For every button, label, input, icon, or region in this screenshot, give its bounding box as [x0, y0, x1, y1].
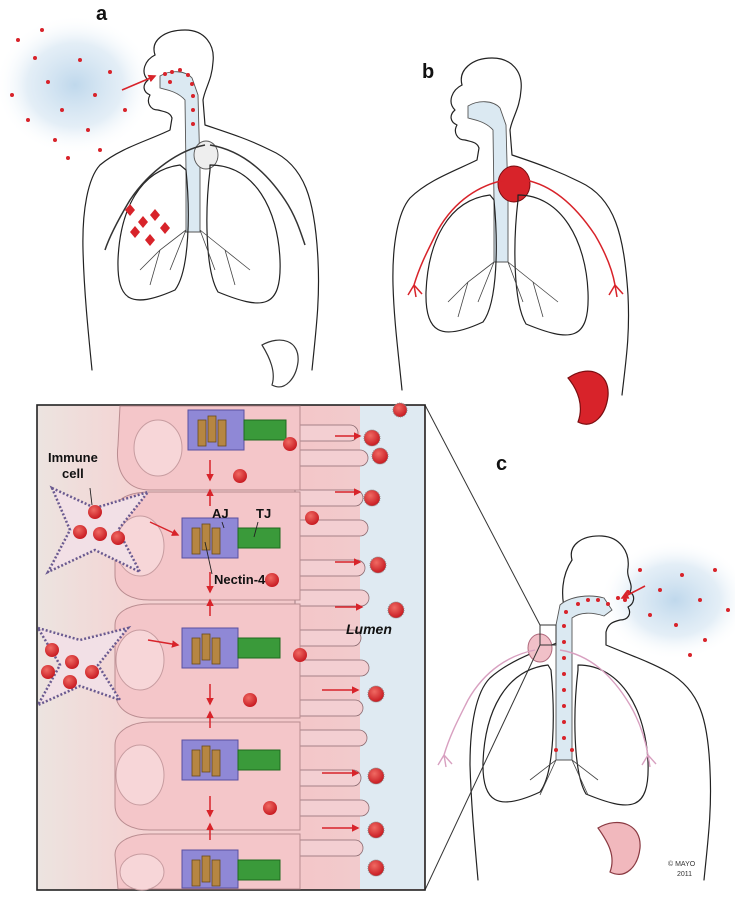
nectin-4-proteins — [191, 415, 227, 887]
panel-label-b: b — [422, 61, 434, 83]
aerosol-particles-c — [623, 568, 730, 657]
lymph-chain-b — [407, 179, 624, 298]
transport-arrows — [147, 432, 364, 840]
label-immune-line2: cell — [62, 466, 84, 481]
aerosol-particles-a — [10, 28, 127, 160]
aerosol-cloud-a — [0, 15, 155, 155]
panel-b: b — [392, 57, 630, 425]
spleen-a — [261, 339, 299, 388]
virions — [233, 402, 408, 877]
lymph-chain-a — [104, 144, 306, 251]
credit-line2: 2011 — [677, 871, 692, 878]
label-immune-line1: Immune — [48, 450, 98, 465]
spleen-b — [567, 370, 609, 425]
infected-nodes-a — [125, 204, 170, 246]
label-aj: AJ — [212, 506, 229, 521]
tight-junctions — [237, 419, 287, 881]
credit-line1: © MAYO — [668, 860, 696, 868]
bronchi-c — [529, 759, 599, 796]
spleen-c — [597, 821, 641, 875]
lymph-chain-c — [437, 649, 657, 768]
lumen-region — [360, 406, 424, 889]
label-tj: TJ — [256, 506, 271, 521]
panel-label-c: c — [496, 453, 507, 475]
infected-node-b — [497, 165, 531, 203]
bronchi-a — [139, 229, 251, 286]
label-nectin-4: Nectin-4 — [214, 572, 266, 587]
epithelium-inset: Immune cell AJ TJ Nectin-4 Lumen — [35, 402, 426, 891]
zoom-box-c — [539, 624, 557, 646]
zoom-connectors — [424, 404, 541, 891]
panel-c: c © MAYO 2011 — [437, 453, 735, 881]
panel-label-a: a — [96, 3, 108, 25]
nuclei — [115, 419, 183, 891]
panel-a: a — [0, 3, 320, 388]
airway-virus-c — [554, 590, 630, 752]
immune-cell-2 — [35, 625, 132, 708]
airway-virus-a — [163, 68, 195, 126]
microvilli — [294, 424, 370, 857]
immune-cell-1 — [45, 485, 152, 575]
label-lumen: Lumen — [346, 621, 392, 637]
aerosol-cloud-c — [600, 540, 735, 660]
bronchi-b — [447, 261, 559, 318]
label-leaders — [89, 487, 259, 575]
